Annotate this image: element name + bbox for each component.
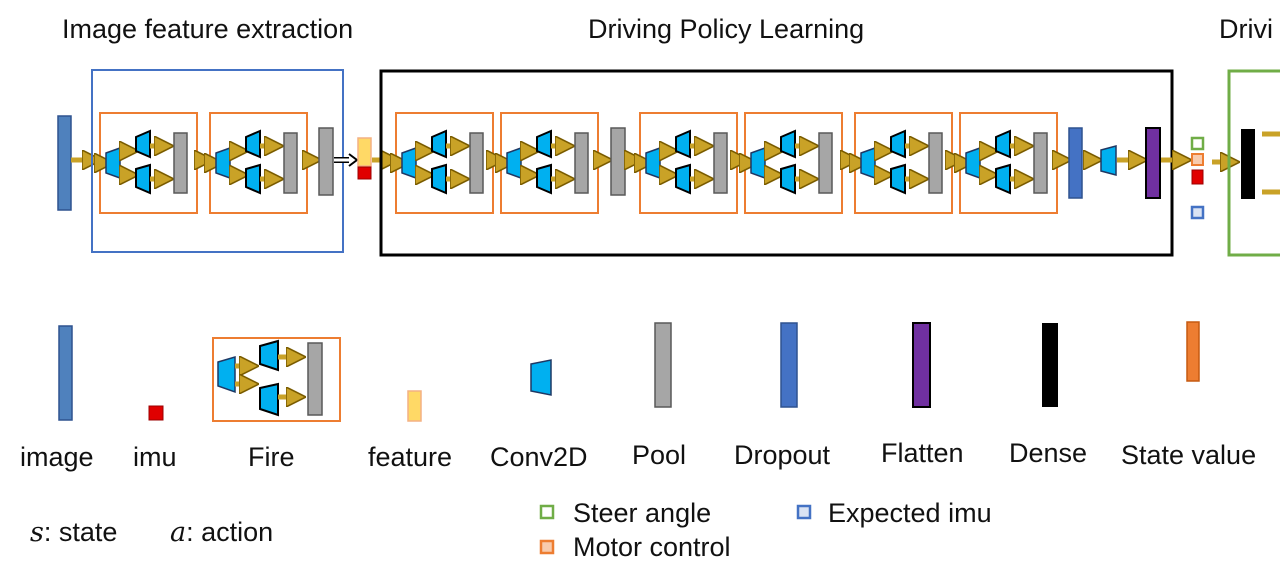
legend-flatten-swatch — [912, 322, 931, 408]
legend-state-value-swatch — [1186, 321, 1200, 382]
dense-block — [1241, 129, 1255, 199]
legend-dropout-label: Dropout — [734, 440, 831, 470]
legend-state-value-label: State value — [1121, 440, 1257, 470]
dropout-block — [1068, 127, 1083, 199]
flatten-block — [1145, 127, 1161, 199]
imu-output — [1191, 169, 1204, 185]
fire-module-2 — [209, 112, 308, 214]
title-image-feature-extraction: Image feature extraction — [62, 14, 354, 44]
driving-policy-frame — [379, 69, 1174, 257]
legend-expected-imu-label: Expected imu — [828, 498, 992, 528]
legend-pool-swatch — [654, 322, 672, 408]
fire-module-1 — [99, 112, 198, 214]
legend-motor-control-label: Motor control — [573, 532, 731, 562]
legend-image-label: image — [20, 442, 94, 472]
legend-fire-swatch — [212, 337, 341, 422]
fire-module-5 — [639, 112, 738, 214]
legend-image-swatch — [58, 325, 73, 421]
fire-module-4 — [500, 112, 599, 214]
legend-pool-label: Pool — [632, 440, 687, 470]
legend-steer-angle-label: Steer angle — [573, 498, 712, 528]
notation-state: s: state — [30, 517, 118, 548]
motor-control-output — [1191, 153, 1204, 166]
imu-block — [357, 166, 372, 180]
pool-block — [610, 127, 626, 196]
title-driving-policy-learning: Driving Policy Learning — [588, 14, 865, 44]
steer-angle-output — [1190, 136, 1205, 151]
notation-action: a: action — [170, 517, 274, 548]
fire-module-7 — [854, 112, 953, 214]
legend-feature-label: feature — [368, 442, 453, 472]
legend-fire-label: Fire — [248, 442, 295, 472]
legend-conv2d-swatch — [530, 359, 552, 396]
driving-frame-cut — [1227, 69, 1280, 257]
conv2d-block — [1100, 145, 1117, 176]
legend-conv2d-label: Conv2D — [490, 442, 588, 472]
legend-feature-swatch — [407, 390, 422, 422]
legend-dense-label: Dense — [1009, 438, 1088, 468]
legend-flatten-label: Flatten — [881, 438, 964, 468]
legend-dropout-swatch — [780, 322, 798, 408]
title-driving-cut: Drivi — [1219, 14, 1273, 44]
fire-module-8 — [959, 112, 1058, 214]
legend-expected-imu-swatch — [796, 504, 812, 520]
image-block — [57, 115, 72, 211]
legend-motor-control-swatch — [539, 539, 555, 555]
legend-imu-label: imu — [133, 442, 177, 472]
legend-imu-swatch — [148, 405, 164, 421]
fire-module-6 — [744, 112, 843, 214]
expected-imu-output — [1190, 205, 1205, 220]
feature-block — [357, 137, 372, 167]
fire-module-3 — [395, 112, 494, 214]
pool-block — [318, 127, 334, 196]
legend-steer-angle-swatch — [539, 504, 555, 520]
legend-dense-swatch — [1042, 323, 1058, 407]
